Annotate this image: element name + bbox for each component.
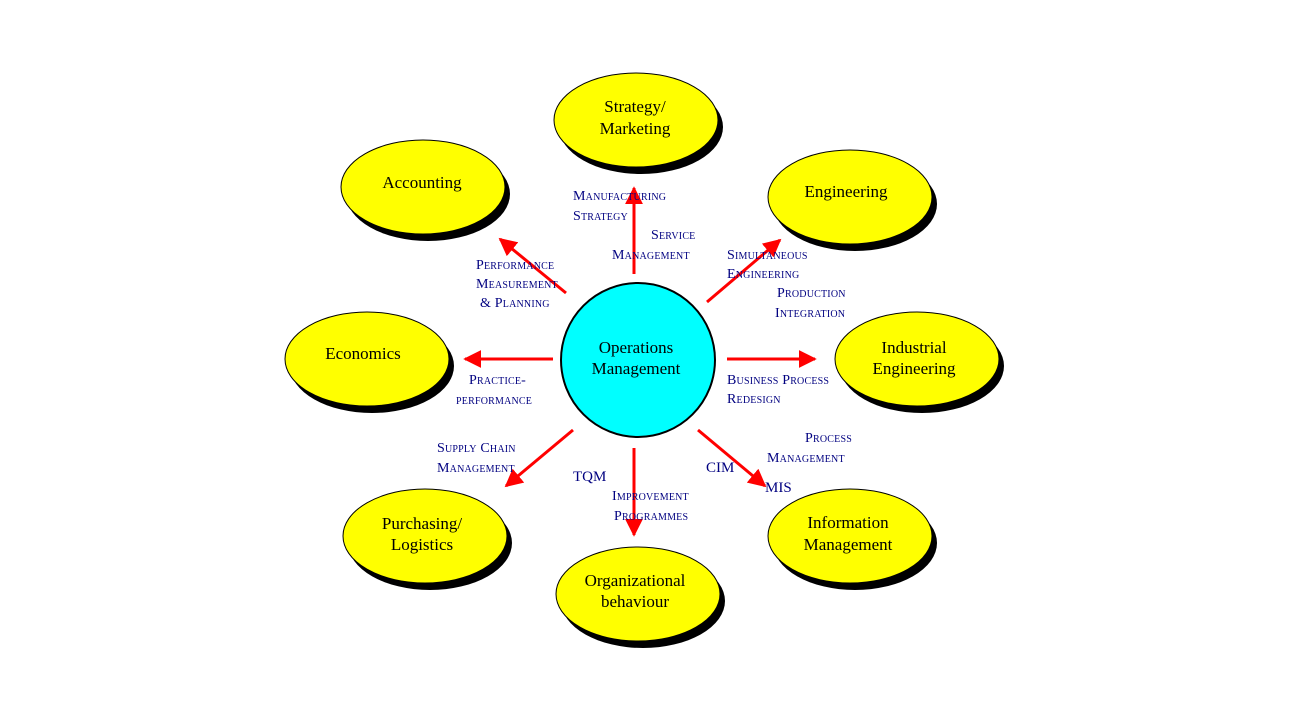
label-performance-measurement: Performance Measurement & Planning: [476, 258, 558, 311]
node-strategy-marketing: Strategy/ Marketing: [553, 72, 723, 174]
svg-text:Marketing: Marketing: [600, 119, 671, 138]
node-label-line: Economics: [325, 344, 401, 363]
svg-text:Organizational: Organizational: [585, 571, 686, 590]
arrow-to-accounting: [498, 237, 567, 295]
svg-text:Information: Information: [807, 513, 889, 532]
label-line: Performance: [476, 258, 554, 273]
center-label-line: Operations: [599, 338, 674, 357]
node-organizational-behaviour: Organizational behaviour: [555, 546, 725, 648]
node-label-line: Accounting: [382, 173, 462, 192]
label-service-management: Service Management: [612, 228, 696, 263]
node-label-line: Organizational: [585, 571, 686, 590]
label-line: Engineering: [727, 267, 799, 282]
label-improvement-programmes: Improvement Programmes: [612, 489, 689, 524]
svg-text:Logistics: Logistics: [391, 535, 453, 554]
arrows: [463, 186, 817, 537]
svg-text:Management: Management: [804, 535, 893, 554]
label-line: Measurement: [476, 277, 558, 292]
arrow-to-engineering: [706, 238, 782, 304]
center-label-line: Management: [592, 359, 681, 378]
svg-text:Operations: Operations: [599, 338, 674, 357]
svg-text:Engineering: Engineering: [804, 182, 888, 201]
svg-text:Purchasing/: Purchasing/: [382, 514, 463, 533]
label-process-management: Process Management: [767, 431, 852, 466]
node-label-line: Strategy/: [604, 97, 666, 116]
label-simultaneous-engineering: Simultaneous Engineering: [727, 248, 808, 282]
label-line: Process: [805, 431, 852, 446]
center-operations-management: Operations Management: [560, 282, 716, 438]
node-economics: Economics: [284, 311, 454, 413]
node-accounting: Accounting: [340, 139, 510, 241]
label-business-process-redesign: Business Process Redesign: [727, 373, 829, 407]
label-line: Supply Chain: [437, 441, 516, 456]
node-label-line: Industrial: [881, 338, 946, 357]
svg-text:Economics: Economics: [325, 344, 401, 363]
label-line: performance: [456, 393, 532, 408]
arrow-to-purchasing: [504, 428, 574, 488]
label-line: Manufacturing: [573, 189, 666, 204]
label-line: & Planning: [480, 296, 550, 311]
node-label-line: behaviour: [601, 592, 669, 611]
label-production-integration: Production Integration: [775, 286, 846, 321]
label-line: Simultaneous: [727, 248, 808, 263]
label-line: Management: [612, 248, 690, 263]
node-industrial-engineering: Industrial Engineering: [834, 311, 1004, 413]
label-practice-performance: Practice- performance: [456, 373, 532, 408]
label-line: Business Process: [727, 373, 829, 388]
relation-labels: Manufacturing Strategy Service Managemen…: [437, 189, 852, 524]
node-label-line: Engineering: [804, 182, 888, 201]
svg-text:behaviour: behaviour: [601, 592, 669, 611]
label-line: Improvement: [612, 489, 689, 504]
label-mis: MIS: [765, 480, 792, 496]
node-label-line: Purchasing/: [382, 514, 463, 533]
arrow-to-information: [697, 428, 767, 488]
node-label-line: Logistics: [391, 535, 453, 554]
node-label-line: Management: [804, 535, 893, 554]
label-line: Management: [767, 451, 845, 466]
node-label-line: Information: [807, 513, 889, 532]
label-manufacturing-strategy: Manufacturing Strategy: [573, 189, 666, 224]
label-line: Strategy: [573, 209, 628, 224]
label-line: Production: [777, 286, 846, 301]
svg-text:Engineering: Engineering: [872, 359, 956, 378]
label-line: Service: [651, 228, 696, 243]
label-line: Integration: [775, 306, 845, 321]
node-label-line: Engineering: [872, 359, 956, 378]
label-tqm: TQM: [573, 469, 606, 485]
node-purchasing-logistics: Purchasing/ Logistics: [342, 488, 512, 590]
svg-text:Industrial: Industrial: [881, 338, 946, 357]
node-engineering: Engineering: [767, 149, 937, 251]
svg-text:Management: Management: [592, 359, 681, 378]
label-cim: CIM: [706, 460, 734, 476]
svg-text:Accounting: Accounting: [382, 173, 462, 192]
node-information-management: Information Management: [767, 488, 937, 590]
svg-text:Strategy/: Strategy/: [604, 97, 666, 116]
label-line: Programmes: [614, 509, 688, 524]
label-line: Practice-: [469, 373, 526, 388]
label-supply-chain-management: Supply Chain Management: [437, 441, 516, 476]
label-line: Redesign: [727, 392, 781, 407]
label-line: Management: [437, 461, 515, 476]
node-label-line: Marketing: [600, 119, 671, 138]
